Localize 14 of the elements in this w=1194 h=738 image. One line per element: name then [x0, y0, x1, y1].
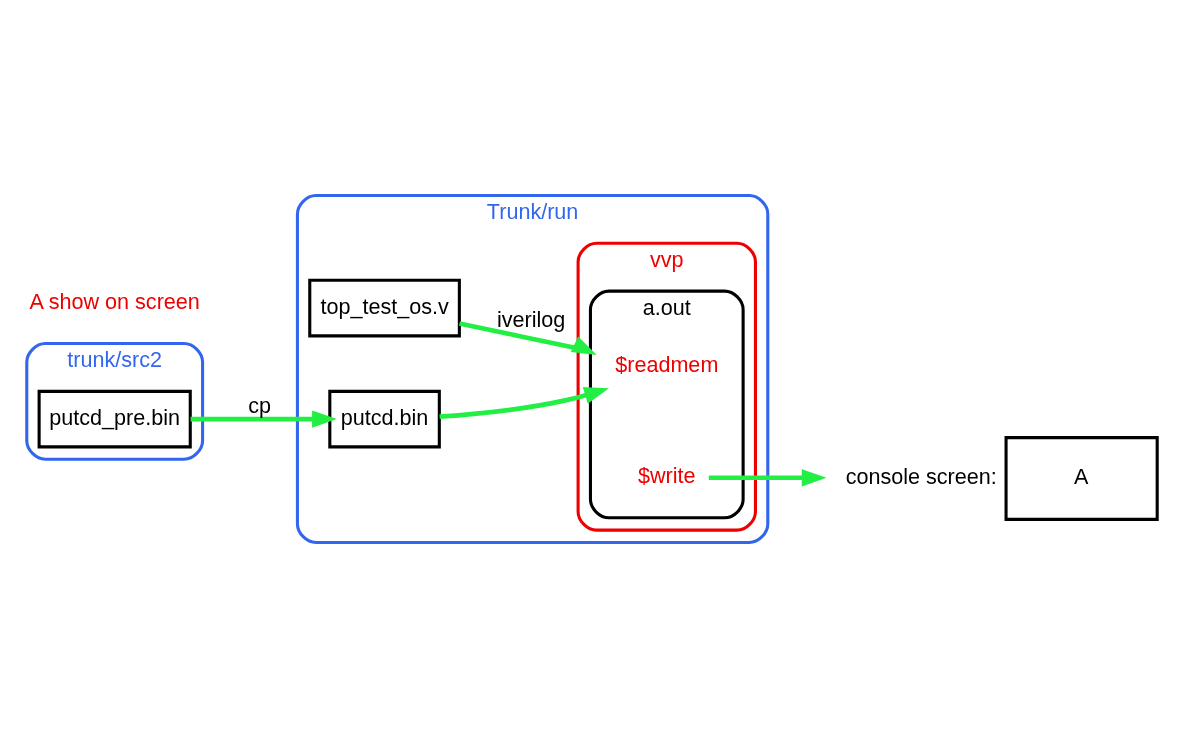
edge-label: iverilog [496, 306, 566, 332]
node-box: A [1004, 436, 1159, 521]
node-text: $write [638, 463, 696, 489]
node-text: $readmem [615, 352, 719, 378]
node-box: putcd.bin [328, 389, 441, 449]
node-box: top_test_os.v [308, 278, 461, 338]
label: A show on screen [29, 289, 200, 315]
arrow [190, 410, 337, 428]
node-box: putcd_pre.bin [37, 389, 192, 449]
edge-label: cp [248, 393, 272, 419]
node-label: console screen: [845, 464, 997, 490]
arrow [459, 321, 597, 355]
arrow [708, 469, 827, 487]
arrow [439, 387, 609, 419]
